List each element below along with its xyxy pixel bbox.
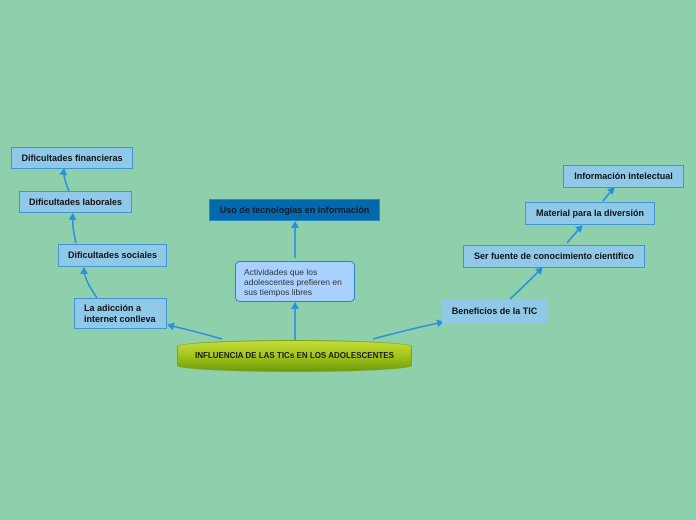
tech-use-label: Uso de tecnologías en información — [219, 204, 370, 215]
financial-difficulties-node[interactable]: Dificultades financieras — [11, 147, 133, 169]
financial-difficulties-label: Dificultades financieras — [21, 152, 123, 163]
activities-node[interactable]: Actividades que los adolescentes prefier… — [235, 261, 355, 302]
intellectual-information-label: Información intelectual — [574, 171, 673, 182]
edge-root-left — [167, 322, 223, 340]
tech-use-node[interactable]: Uso de tecnologías en información — [209, 199, 380, 221]
work-difficulties-node[interactable]: Dificultades laborales — [19, 191, 132, 213]
edge-right-3-4 — [602, 187, 615, 202]
scientific-knowledge-node[interactable]: Ser fuente de conocimiento científico — [463, 245, 645, 268]
edge-left-1-2 — [80, 267, 98, 299]
edge-left-2-3 — [68, 213, 77, 244]
root-label: INFLUENCIA DE LAS TICs EN LOS ADOLESCENT… — [195, 351, 394, 361]
activities-label: Actividades que los adolescentes prefier… — [244, 267, 342, 297]
work-difficulties-label: Dificultades laborales — [28, 196, 123, 207]
ict-benefits-label: Beneficios de la TIC — [451, 306, 538, 317]
intellectual-information-node[interactable]: Información intelectual — [563, 165, 684, 188]
social-difficulties-node[interactable]: Dificultades sociales — [58, 244, 167, 267]
internet-addiction-node[interactable]: La adicción a internet conlleva — [74, 298, 167, 329]
root-node[interactable]: INFLUENCIA DE LAS TICs EN LOS ADOLESCENT… — [177, 340, 412, 372]
edge-right-1-2 — [509, 267, 543, 300]
edge-left-3-4 — [59, 168, 70, 192]
social-difficulties-label: Dificultades sociales — [67, 250, 158, 261]
scientific-knowledge-label: Ser fuente de conocimiento científico — [473, 251, 635, 262]
ict-benefits-node[interactable]: Beneficios de la TIC — [442, 300, 547, 323]
edge-root-right — [372, 319, 444, 340]
edge-right-2-3 — [566, 225, 583, 244]
entertainment-material-node[interactable]: Material para la diversión — [525, 202, 655, 225]
internet-addiction-label: La adicción a internet conlleva — [84, 303, 156, 324]
entertainment-material-label: Material para la diversión — [535, 208, 645, 219]
